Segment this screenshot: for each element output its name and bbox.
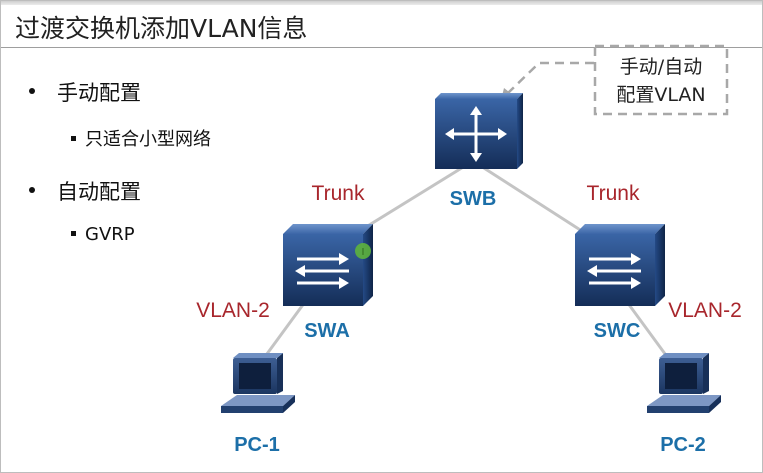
pc-1-computer-icon [221, 353, 295, 413]
swa-label: SWA [304, 320, 350, 342]
swb-switch-icon [435, 93, 523, 169]
swa-switch-icon: Ι [283, 224, 373, 306]
swb-label: SWB [450, 188, 497, 210]
callout-box [593, 44, 729, 116]
pc-2-computer-icon [647, 353, 721, 413]
bullet-auto-config: 自动配置 [29, 176, 141, 206]
svg-text:Ι: Ι [362, 247, 365, 258]
callout-line-2: 配置VLAN [616, 84, 705, 106]
callout-arrow-line [507, 61, 594, 94]
pc-2-label: PC-2 [660, 434, 706, 456]
swc-label: SWC [594, 320, 641, 342]
pc-1-label: PC-1 [234, 434, 280, 456]
sub-bullet-small-network: 只适合小型网络 [71, 125, 211, 151]
top-bar [1, 1, 762, 5]
vlan-left-label: VLAN-2 [196, 299, 270, 322]
title-divider [1, 47, 762, 48]
swc-switch-icon [575, 224, 665, 306]
callout-line-1: 手动/自动 [620, 56, 702, 78]
bullet-manual-config: 手动配置 [29, 77, 141, 107]
vlan-right-label: VLAN-2 [668, 299, 742, 322]
slide-title: 过渡交换机添加VLAN信息 [15, 14, 308, 43]
port-indicator-icon [355, 243, 371, 259]
trunk-right-label: Trunk [587, 182, 640, 205]
trunk-left-label: Trunk [312, 182, 365, 205]
sub-bullet-gvrp: GVRP [71, 224, 135, 245]
